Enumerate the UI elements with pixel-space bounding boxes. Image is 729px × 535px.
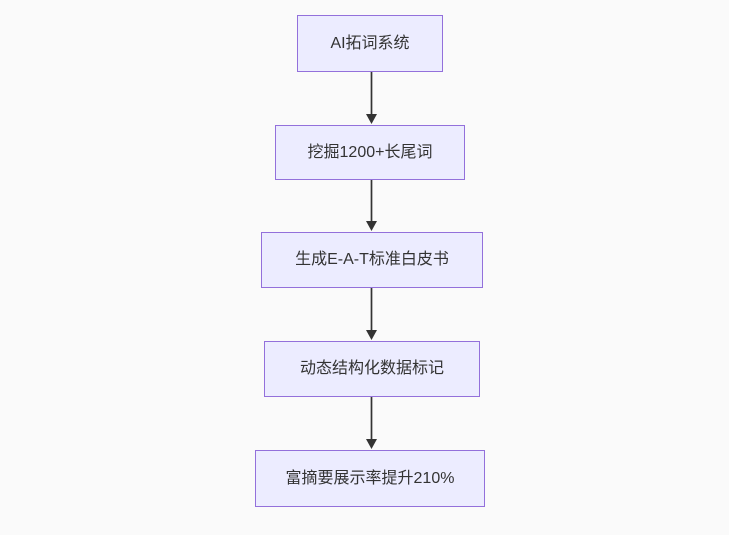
flow-node-eat-whitepaper: 生成E-A-T标准白皮书 — [261, 232, 483, 288]
flow-node-label: 富摘要展示率提升210% — [285, 469, 455, 487]
arrowhead-icon — [366, 221, 377, 231]
arrowhead-icon — [366, 439, 377, 449]
arrowhead-icon — [366, 114, 377, 124]
flow-node-label: AI拓词系统 — [330, 34, 410, 52]
flow-node-label: 生成E-A-T标准白皮书 — [295, 251, 449, 268]
edge-arrow-c-d — [366, 288, 377, 340]
flow-node-label: 动态结构化数据标记 — [299, 360, 444, 377]
edge-arrow-d-e — [366, 397, 377, 449]
flow-node-ai-word-system: AI拓词系统 — [297, 15, 443, 72]
flow-node-structured-data: 动态结构化数据标记 — [264, 341, 480, 397]
arrowhead-icon — [366, 330, 377, 340]
edge-arrow-a-b — [366, 72, 377, 124]
flow-node-label: 挖掘1200+长尾词 — [307, 143, 433, 161]
flow-node-longtail-mining: 挖掘1200+长尾词 — [275, 125, 465, 180]
flow-node-rich-snippet-result: 富摘要展示率提升210% — [255, 450, 485, 507]
edge-arrow-b-c — [366, 180, 377, 231]
